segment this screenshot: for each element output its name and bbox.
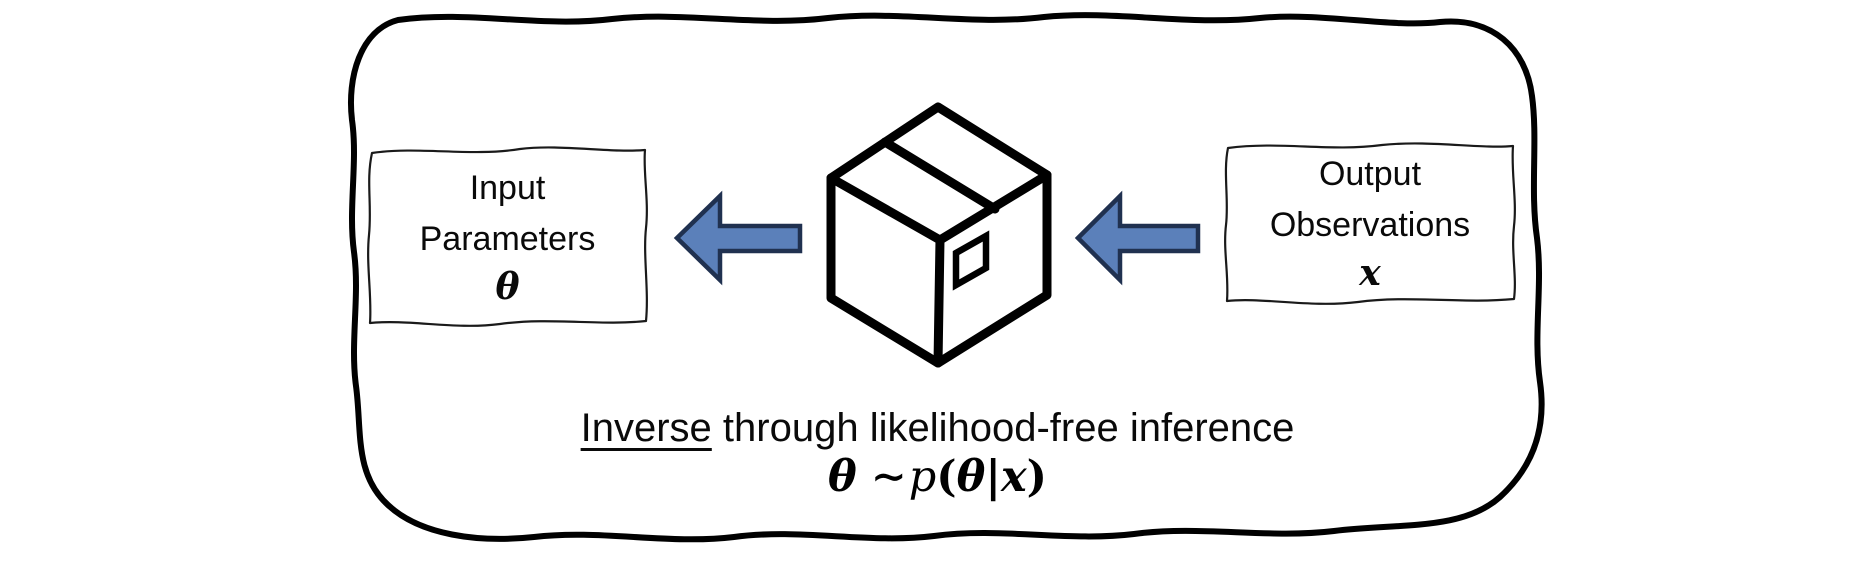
output-observations-box: Output Observations x: [1223, 142, 1517, 302]
formula-close-paren: ): [1026, 452, 1047, 502]
output-box-line1: Output: [1318, 154, 1422, 193]
formula-line: θ∼p(θ|x): [332, 452, 1543, 504]
formula-bar: |: [985, 452, 1001, 502]
output-box-line2: Observations: [1269, 205, 1471, 244]
formula-x: x: [1000, 452, 1027, 502]
output-box-outline: [1224, 142, 1516, 305]
formula-theta: θ: [828, 452, 857, 502]
theta-symbol: θ: [495, 266, 520, 308]
caption-line: Inverse through likelihood-free inferenc…: [332, 404, 1543, 452]
x-symbol: x: [1359, 251, 1381, 294]
block-arrow-left-icon: [1074, 190, 1201, 286]
formula-open-paren: (: [936, 452, 957, 502]
package-box-label: [952, 230, 990, 291]
input-box-line2: Parameters: [419, 220, 596, 258]
input-parameters-box: Input Parameters θ: [368, 148, 647, 325]
hand-drawn-frame: [348, 12, 1545, 543]
formula-theta-cond: θ: [956, 452, 986, 502]
formula-tilde: ∼: [870, 452, 907, 502]
formula-p: p: [908, 452, 937, 502]
caption-underlined-word: Inverse: [580, 406, 712, 450]
package-box-lid-seam: [880, 137, 1000, 214]
package-box-icon: [826, 102, 1052, 368]
caption-rest: through likelihood-free inference: [711, 406, 1295, 450]
input-box-outline: [367, 146, 648, 327]
input-box-line1: Input: [469, 169, 546, 207]
block-arrow-left-icon: [673, 190, 803, 286]
